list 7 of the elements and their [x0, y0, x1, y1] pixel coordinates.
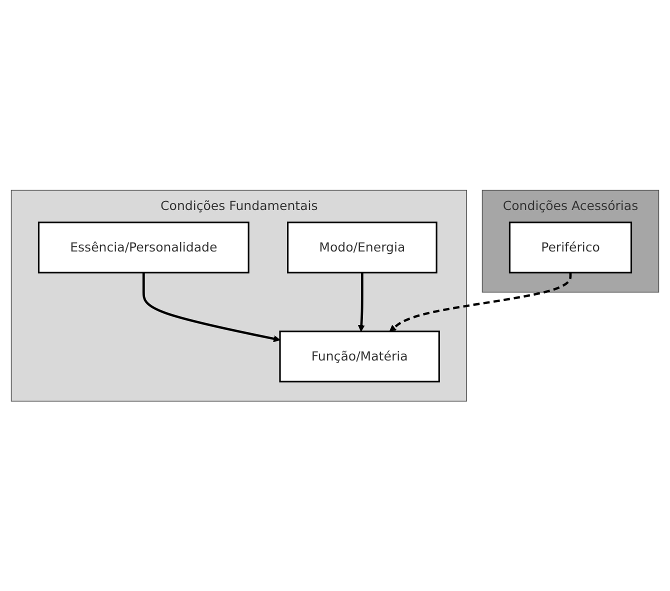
node-box: Essência/Personalidade	[38, 221, 250, 274]
arrow	[358, 272, 365, 332]
node-box: Modo/Energia	[287, 221, 438, 274]
node-box: Periférico	[508, 221, 632, 274]
arrow	[389, 272, 572, 332]
arrow	[142, 272, 280, 342]
node-box: Função/Matéria	[279, 330, 440, 382]
